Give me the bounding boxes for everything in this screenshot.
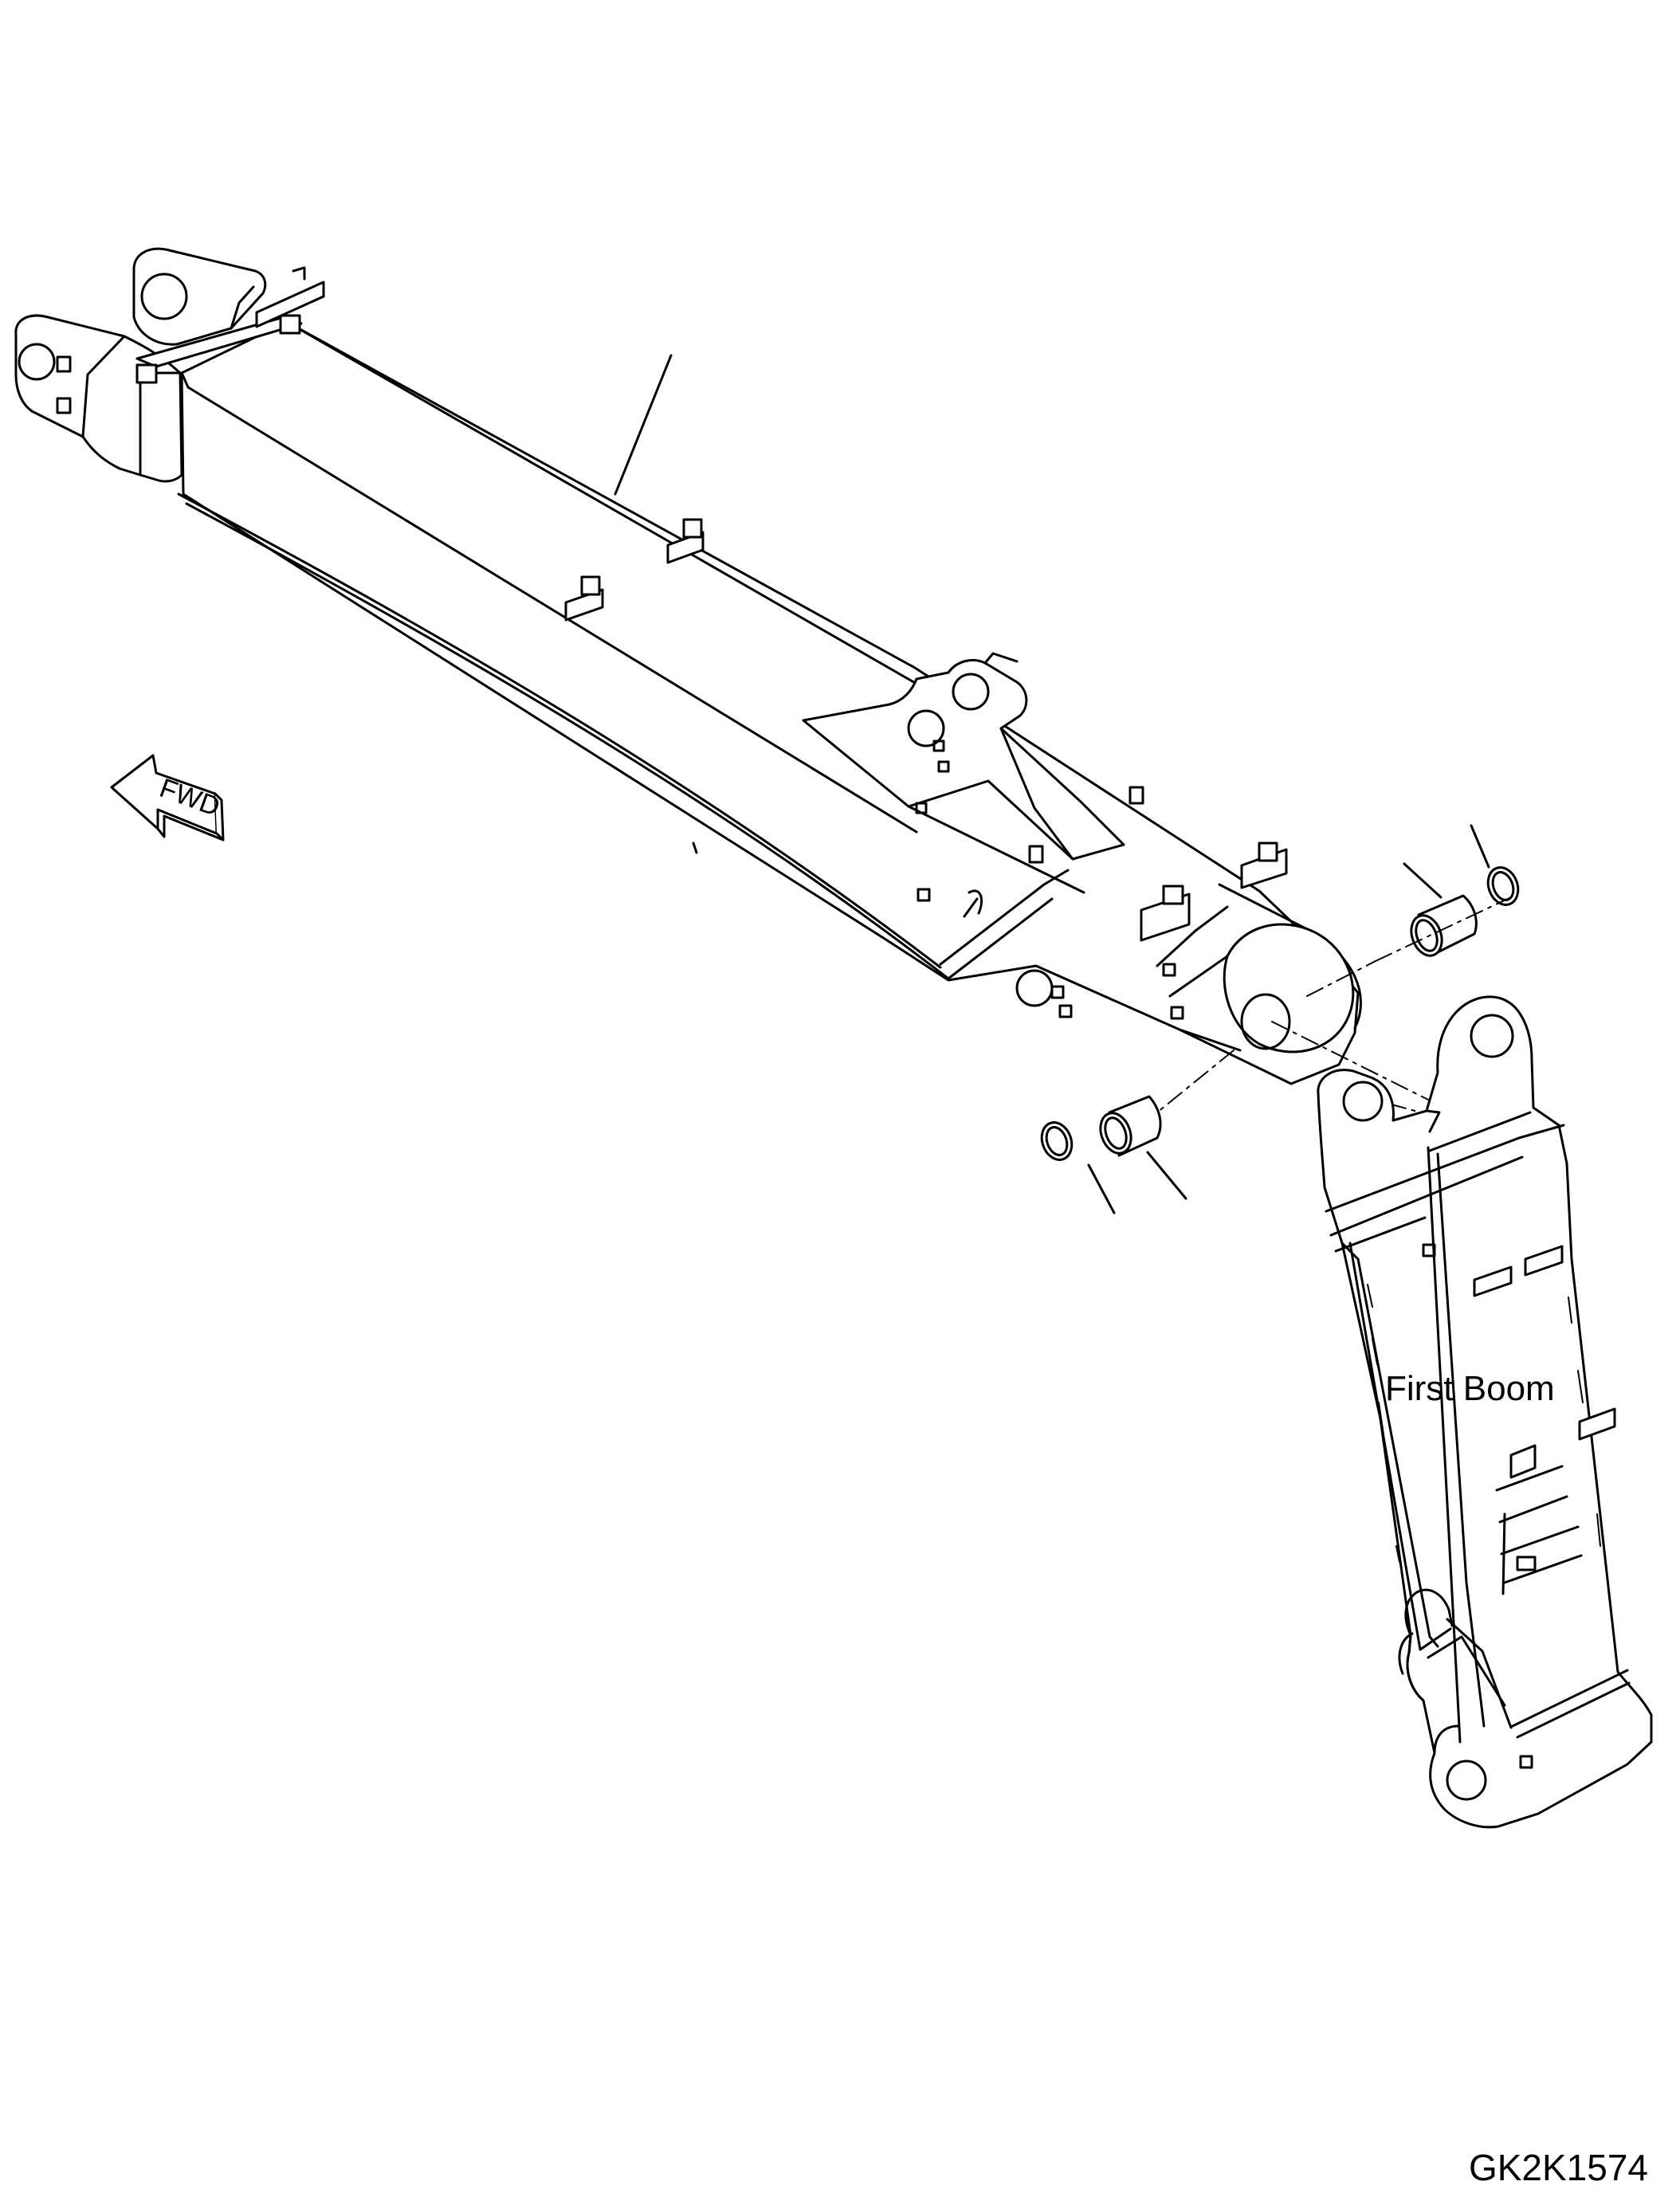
drawing-code: GK2K1574 [1468,2147,1648,2188]
mounting-pad [1578,1407,1616,1441]
seal-ring-upper [1470,824,1520,906]
bushing-upper [1403,862,1478,957]
bushing-lower [1099,1095,1187,1200]
first-boom [1317,995,1653,1829]
mounting-pad [1524,1245,1564,1277]
seal-ring-lower [1040,1121,1116,1214]
mounting-pad [1473,1265,1513,1297]
leader-line-boom [614,354,673,496]
mounting-pads [135,266,1288,942]
arrow-left-icon: FWD [110,754,225,842]
first-boom-label: First Boom [1385,1369,1555,1408]
mounting-pad [1509,1444,1537,1479]
second-boom [14,247,1362,1085]
